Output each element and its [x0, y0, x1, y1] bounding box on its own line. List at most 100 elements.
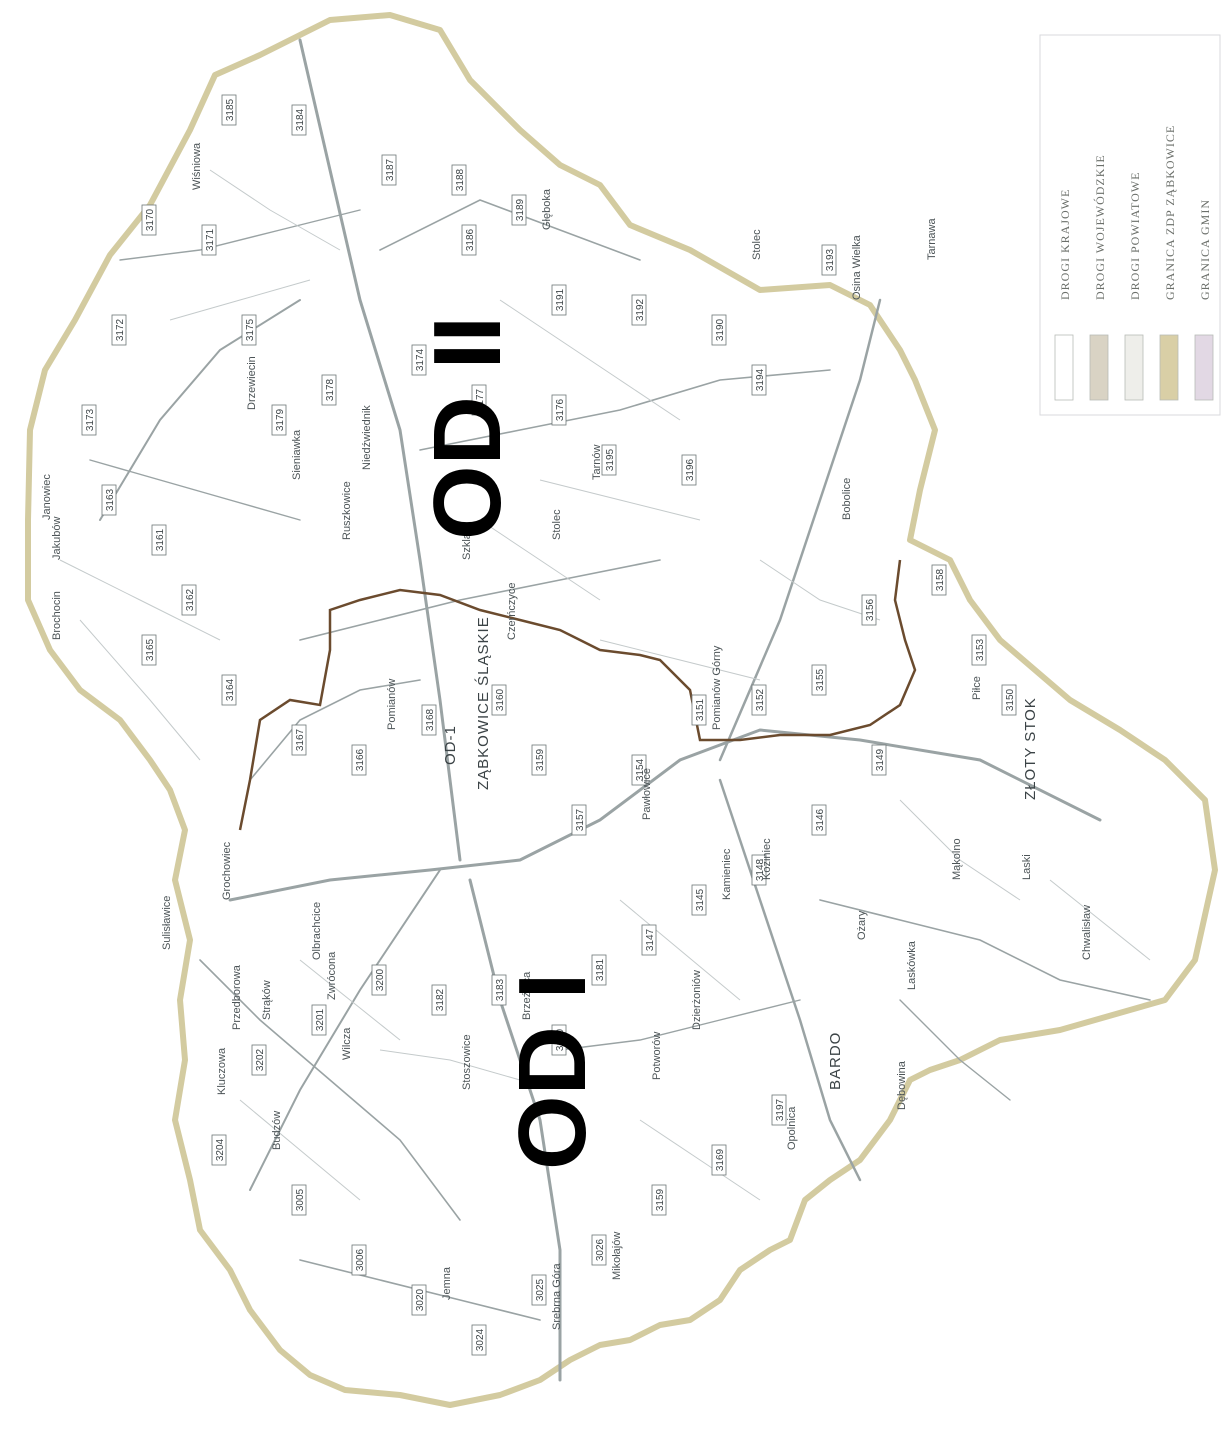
road-number-label: 3192 [635, 298, 646, 321]
legend-label: DROGI KRAJOWE [1058, 189, 1072, 300]
road-number-tag: 3177 [471, 384, 487, 416]
road-number-tag: 3148 [751, 854, 767, 886]
place-label: Głęboka [541, 188, 553, 230]
road-number-tag: 3145 [691, 884, 707, 916]
road-number-label: 3150 [1005, 688, 1016, 711]
place-label: Ożary [856, 910, 868, 940]
road-number-label: 3177 [475, 388, 486, 411]
town-label-zabkowice: ZĄBKOWICE ŚLĄSKIE [474, 616, 492, 790]
place-label: Grochowiec [221, 841, 233, 900]
road-number-label: 3166 [355, 748, 366, 771]
road-number-tag: 3185 [221, 94, 237, 126]
place-labels: BrochocinJakubówJanowiecWiśniowaStoszowi… [41, 142, 1093, 1330]
place-label: Jakubów [51, 517, 63, 560]
road-number-label: 3178 [325, 378, 336, 401]
road-number-tag: 3200 [371, 964, 387, 996]
place-label: Przedborowa [231, 964, 243, 1030]
road-number-label: 3161 [155, 528, 166, 551]
place-label: Pomianów Górny [711, 645, 723, 730]
road-number-label: 3187 [385, 158, 396, 181]
road-number-label: 3188 [455, 168, 466, 191]
road-number-tag: 3152 [751, 684, 767, 716]
legend-label: GRANICA ZDP ZĄBKOWICE [1163, 125, 1177, 300]
place-label: Chwalisław [1081, 905, 1093, 960]
road-number-label: 3201 [315, 1008, 326, 1031]
road-number-tag: 3159 [531, 744, 547, 776]
place-label: Wiśniowa [191, 142, 203, 190]
road-number-label: 3157 [575, 808, 586, 831]
road-number-label: 3185 [225, 98, 236, 121]
legend-item: GRANICA ZDP ZĄBKOWICE [1159, 125, 1179, 401]
legend-label: GRANICA GMIN [1198, 199, 1212, 300]
town-label-zloty-stok: ZŁOTY STOK [1022, 697, 1039, 800]
road-number-tag: 3006 [351, 1244, 367, 1276]
road-number-label: 3186 [465, 228, 476, 251]
place-label: Stolec [751, 229, 763, 260]
road-number-tag: 3183 [491, 974, 507, 1006]
road-number-tag: 3025 [531, 1274, 547, 1306]
road-number-tag: 3156 [861, 594, 877, 626]
road-se-2 [899, 999, 1011, 1101]
road-number-tag: 3182 [431, 984, 447, 1016]
town-label-zabkowice-office: OD-1 [442, 725, 459, 765]
road-number-tag: 3024 [471, 1324, 487, 1356]
road-number-label: 3169 [715, 1148, 726, 1171]
town-labels: ZĄBKOWICE ŚLĄSKIE OD-1 BARDO ZŁOTY STOK [442, 616, 1039, 1090]
place-label: Laski [1021, 854, 1033, 880]
road-number-label: 3176 [555, 398, 566, 421]
road-number-label: 3162 [185, 588, 196, 611]
road-mid-1 [299, 559, 661, 641]
place-label: Tarnów [591, 444, 603, 480]
legend-item: DROGI POWIATOWE [1124, 172, 1144, 401]
road-number-tag: 3026 [591, 1234, 607, 1266]
place-label: Zwrócona [326, 951, 338, 1000]
road-nw [99, 299, 301, 521]
place-label: Srebrna Góra [551, 1262, 563, 1330]
road-number-tag: 3170 [141, 204, 157, 236]
road-number-tag: 3020 [411, 1284, 427, 1316]
legend-swatch [1194, 334, 1214, 401]
legend-label: DROGI WOJEWÓDZKIE [1093, 154, 1107, 300]
road-number-label: 3183 [495, 978, 506, 1001]
road-number-tag: 3178 [321, 374, 337, 406]
road-number-tag: 3159 [651, 1184, 667, 1216]
road-number-tag: 3146 [811, 804, 827, 836]
road-number-tag: 3163 [101, 484, 117, 516]
road-number-label: 3155 [815, 668, 826, 691]
road-number-label: 3168 [425, 708, 436, 731]
road-number-tag: 3187 [381, 154, 397, 186]
place-label: Tarnawa [926, 218, 938, 260]
road-number-label: 3153 [975, 638, 986, 661]
road-number-label: 3026 [595, 1238, 606, 1261]
place-label: Sieniawka [291, 429, 303, 480]
road-number-label: 3195 [605, 448, 616, 471]
road-number-tag: 3201 [311, 1004, 327, 1036]
road-number-label: 3147 [645, 928, 656, 951]
road-number-tag: 3193 [821, 244, 837, 276]
place-label: Budzów [271, 1111, 283, 1150]
road-number-tag: 3154 [631, 754, 647, 786]
road-number-tag: 3005 [291, 1184, 307, 1216]
road-number-tag: 3181 [591, 954, 607, 986]
place-label: Bobolice [841, 478, 853, 520]
place-label: Wilcza [341, 1027, 353, 1060]
road-number-label: 3194 [755, 368, 766, 391]
minor-roads-layer [59, 169, 1151, 1201]
road-number-tag: 3189 [511, 194, 527, 226]
county-boundary [25, 12, 1218, 1408]
road-number-tag: 3197 [771, 1094, 787, 1126]
legend-item: DROGI KRAJOWE [1054, 189, 1074, 401]
district-label-od-i: OD I [499, 973, 606, 1170]
road-number-label: 3170 [145, 208, 156, 231]
legend-label: DROGI POWIATOWE [1128, 172, 1142, 300]
road-number-tag: 3149 [871, 744, 887, 776]
place-label: Sulisławice [161, 896, 173, 950]
road-number-tag: 3147 [641, 924, 657, 956]
road-se-1 [819, 899, 1151, 1001]
road-number-label: 3172 [115, 318, 126, 341]
road-number-tag: 3179 [271, 404, 287, 436]
district-label-od-ii: OD II [414, 316, 521, 540]
district-boundary-line [238, 559, 917, 831]
road-number-tag: 3186 [461, 224, 477, 256]
